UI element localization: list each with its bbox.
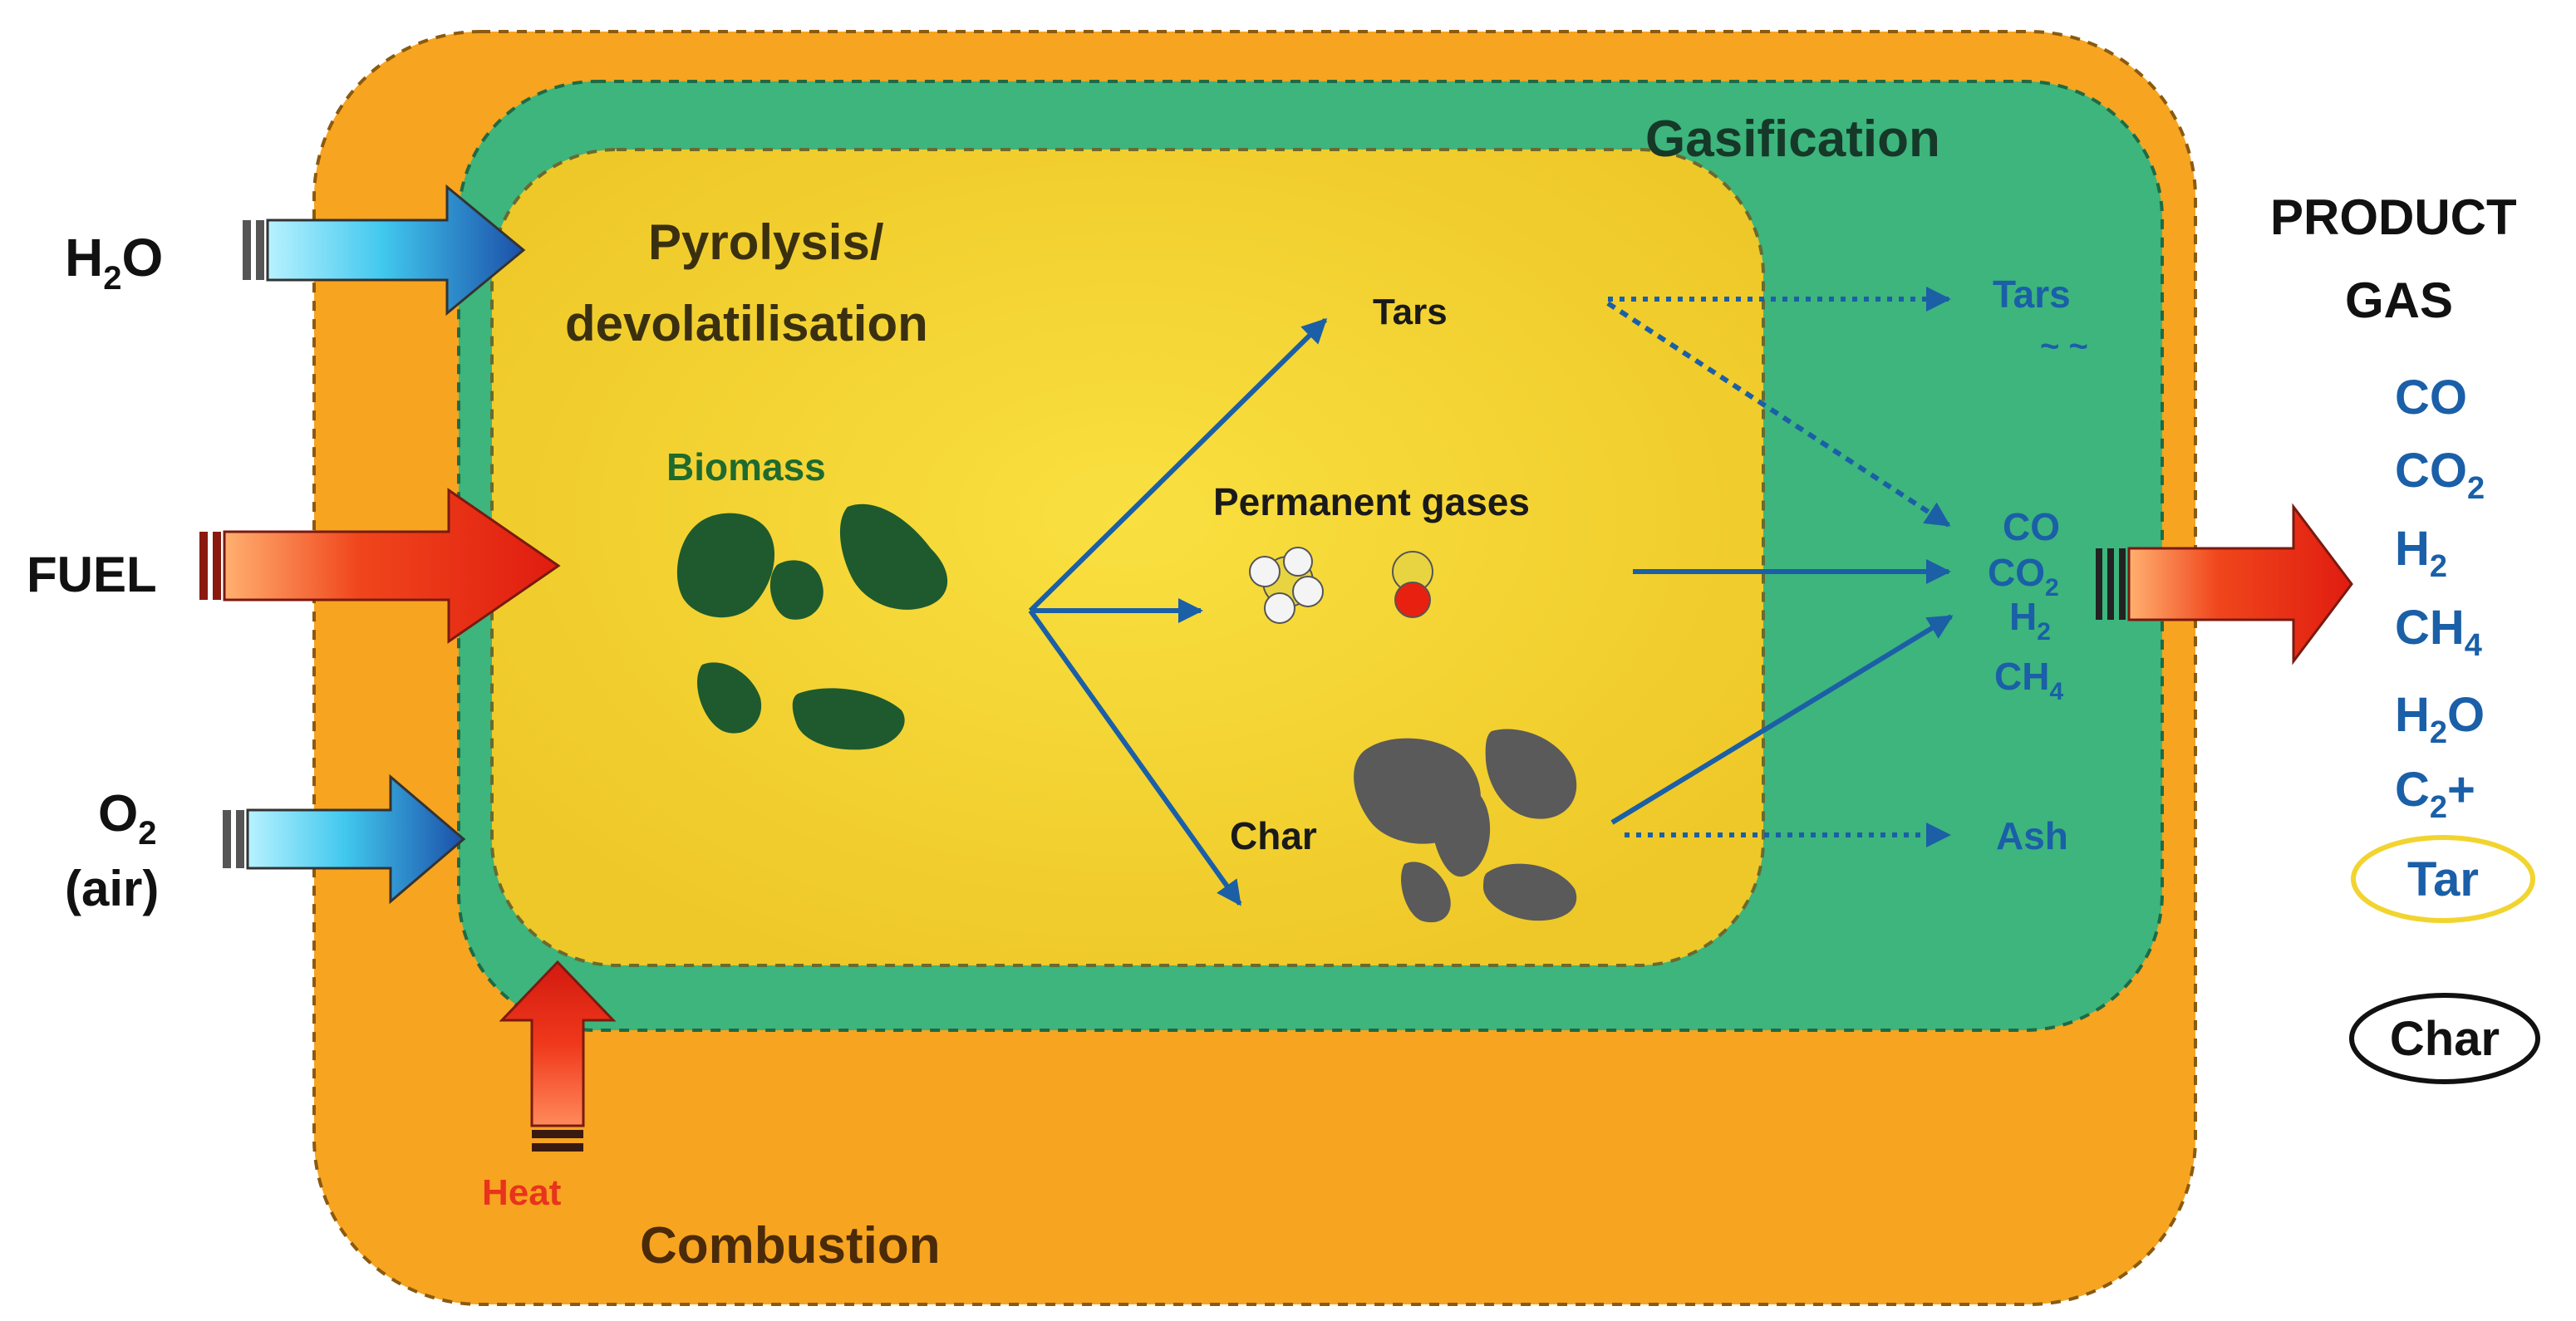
- char-highlight-ring: [2349, 993, 2540, 1084]
- combustion-label: Combustion: [640, 1217, 941, 1274]
- gasification-tars-mark: ~ ~: [2040, 328, 2088, 365]
- tar-highlight-ring: [2351, 835, 2535, 923]
- carbon-monoxide-molecule-icon: [1392, 551, 1433, 618]
- pyrolysis-arrows: [1028, 317, 1328, 906]
- pyrolysis-label-line1: Pyrolysis/: [648, 214, 884, 270]
- product-ch4-label: CH4: [2395, 601, 2482, 663]
- product-h2o-label: H2O: [2395, 688, 2485, 750]
- product-h2-label: H2: [2395, 522, 2447, 584]
- biomass-label: Biomass: [666, 445, 826, 489]
- gasification-ash-label: Ash: [1996, 814, 2068, 857]
- fuel-input-arrow: [199, 488, 561, 644]
- product-gas-title-line2: GAS: [2345, 273, 2453, 328]
- permanent-gases-label: Permanent gases: [1213, 480, 1530, 523]
- pyrolysis-label-line2: devolatilisation: [565, 296, 928, 351]
- gasification-co2-label: CO2: [1988, 551, 2059, 602]
- tars-label: Tars: [1373, 292, 1448, 332]
- gasification-ch4-label: CH4: [1994, 655, 2063, 705]
- product-co2-label: CO2: [2395, 444, 2485, 506]
- methane-molecule-icon: [1249, 547, 1324, 624]
- product-gas-output-arrow: [2096, 503, 2353, 665]
- fuel-input-label: FUEL: [27, 547, 157, 602]
- heat-input-label: Heat: [482, 1172, 562, 1213]
- biomass-particles: [676, 503, 948, 750]
- air-input-label: (air): [65, 861, 159, 916]
- heat-input-arrow: [499, 960, 617, 1152]
- product-char-label: Char: [2390, 1012, 2500, 1066]
- gasification-solid-arrows: [1606, 301, 1954, 825]
- gasification-h2-label: H2: [2009, 595, 2051, 646]
- product-co-label: CO: [2395, 371, 2467, 425]
- gasification-tars-label: Tars: [1993, 273, 2071, 316]
- gasification-label: Gasification: [1645, 110, 1940, 168]
- product-c2-label: C2+: [2395, 763, 2475, 825]
- gasification-dotted-arrows: [1608, 287, 1951, 847]
- product-gas-title-line1: PRODUCT: [2270, 189, 2517, 245]
- oxygen-input-arrow: [223, 773, 466, 905]
- char-particles: [1354, 729, 1577, 923]
- water-input-arrow: [243, 184, 526, 317]
- gasification-co-label: CO: [2003, 505, 2060, 548]
- product-tar-label: Tar: [2407, 852, 2479, 906]
- oxygen-input-label: O2: [98, 785, 156, 852]
- water-input-label: H2O: [65, 228, 163, 297]
- char-label: Char: [1230, 814, 1317, 857]
